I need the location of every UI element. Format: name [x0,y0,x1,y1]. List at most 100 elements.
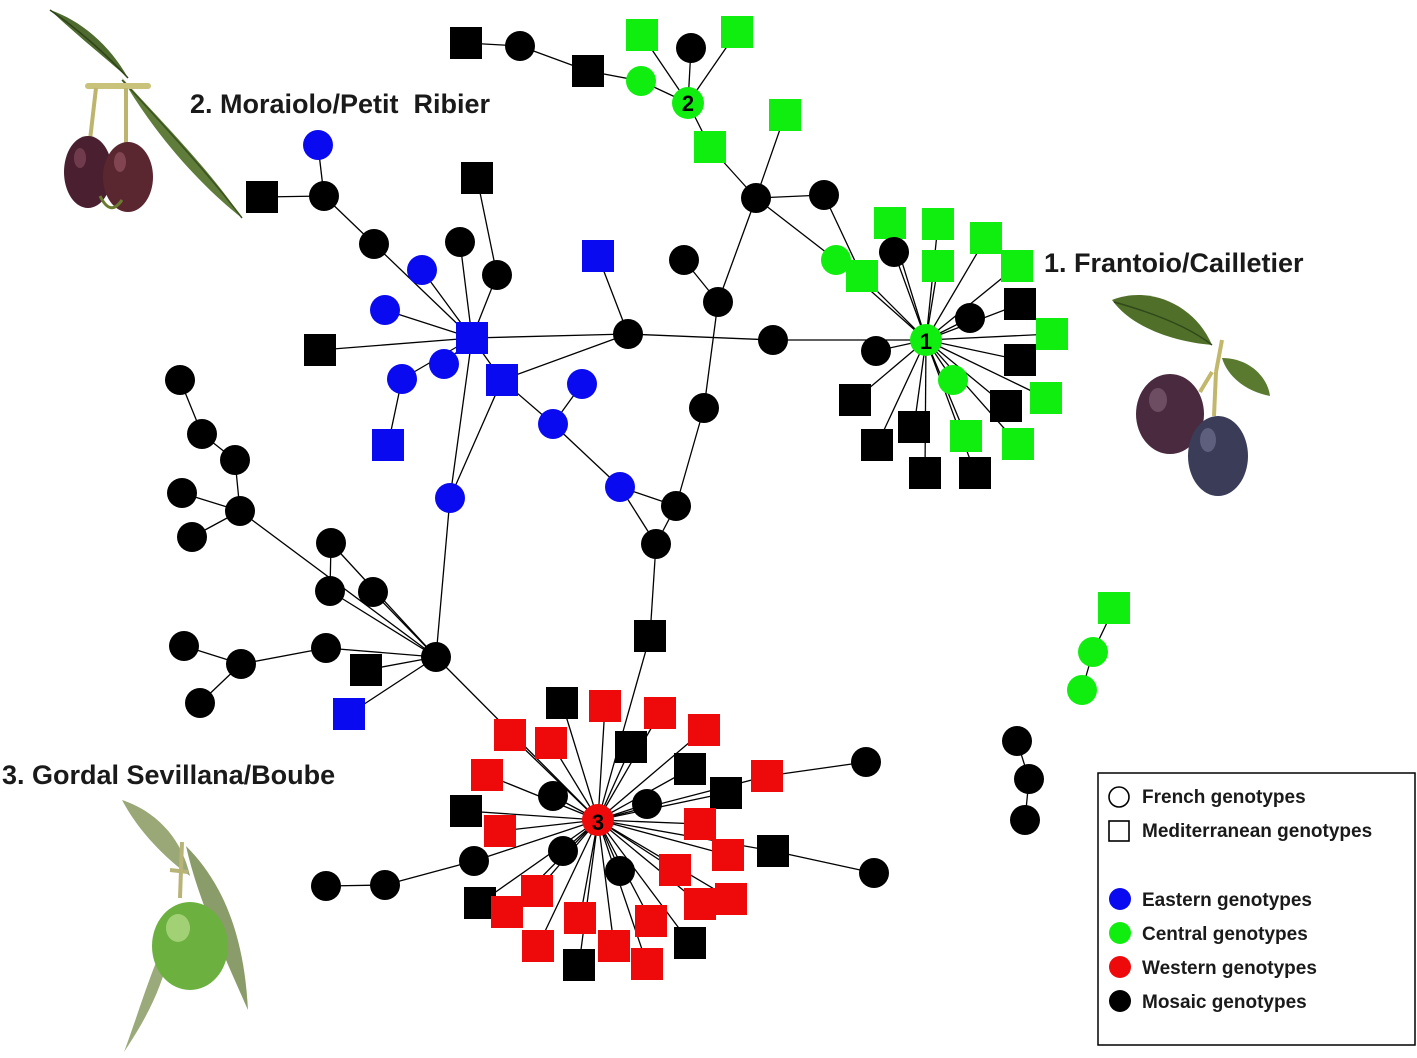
eastern-french-genotype-node [370,295,400,325]
eastern-french-genotype-node [605,472,635,502]
central-mediterranean-genotype-node [721,16,753,48]
network-edge [597,819,729,856]
network-edge [772,850,875,874]
central-french-genotype-node [938,365,968,395]
mosaic-mediterranean-genotype-node [990,390,1022,422]
network-edge [597,819,701,905]
network-edge [925,339,1019,445]
network-edge [499,819,599,832]
cluster-label-gordal: 3. Gordal Sevillana/Boube [2,760,335,790]
legend-square-shape-icon [1108,820,1130,842]
mosaic-mediterranean-genotype-node [350,654,382,686]
western-mediterranean-genotype-node [659,854,691,886]
network-edge [597,712,661,821]
network-edge [449,379,503,499]
legend-mosaic-dot-icon [1109,990,1131,1012]
network-edge [597,819,615,947]
mosaic-french-genotype-node [641,529,671,559]
network-edges [179,31,1115,966]
central-french-genotype-node [821,245,851,275]
central-french-genotype-node [1078,637,1108,667]
mosaic-mediterranean-genotype-node [861,429,893,461]
western-mediterranean-genotype-node [589,690,621,722]
network-edge [597,792,727,821]
legend-central-dot-icon [1109,922,1131,944]
mosaic-french-genotype-node [226,649,256,679]
hub-western-french-genotype-node [582,804,614,836]
eastern-french-genotype-node [387,364,417,394]
mosaic-french-genotype-node [165,365,195,395]
mosaic-french-genotype-node [505,31,535,61]
network-edge [329,590,437,658]
mosaic-mediterranean-genotype-node [464,887,496,919]
mosaic-mediterranean-genotype-node [634,620,666,652]
mosaic-french-genotype-node [879,237,909,267]
mosaic-french-genotype-node [809,180,839,210]
hub-central-french-genotype-node [910,324,942,356]
network-edge [325,647,437,658]
network-edge [561,702,599,821]
eastern-mediterranean-genotype-node [333,698,365,730]
mosaic-mediterranean-genotype-node [710,777,742,809]
central-mediterranean-genotype-node [1001,250,1033,282]
mosaic-mediterranean-genotype-node [572,55,604,87]
central-mediterranean-genotype-node [1036,318,1068,350]
mosaic-mediterranean-genotype-node [450,27,482,59]
eastern-mediterranean-genotype-node [372,429,404,461]
mosaic-mediterranean-genotype-node [674,753,706,785]
mosaic-french-genotype-node [187,419,217,449]
olive-branch-dark-red-icon [49,9,243,219]
mosaic-french-genotype-node [661,491,691,521]
mosaic-french-genotype-node [859,858,889,888]
western-mediterranean-genotype-node [522,930,554,962]
mosaic-french-genotype-node [359,229,389,259]
mosaic-mediterranean-genotype-node [546,687,578,719]
western-mediterranean-genotype-node [564,902,596,934]
central-mediterranean-genotype-node [922,208,954,240]
network-edge [473,819,599,862]
network-edge [319,337,473,351]
western-mediterranean-genotype-node [688,714,720,746]
eastern-french-genotype-node [303,130,333,160]
mosaic-french-genotype-node [1014,764,1044,794]
olive-branch-purple-icon [1112,295,1270,496]
network-edge [552,423,621,488]
mosaic-french-genotype-node [1010,805,1040,835]
central-french-genotype-node [626,66,656,96]
central-mediterranean-genotype-node [950,420,982,452]
mosaic-mediterranean-genotype-node [461,162,493,194]
western-mediterranean-genotype-node [471,759,503,791]
network-edge [925,237,987,341]
network-edge [597,729,705,821]
mosaic-french-genotype-node [220,445,250,475]
hub-central-french-genotype-node [672,87,704,119]
central-french-genotype-node [1067,675,1097,705]
mosaic-french-genotype-node [167,478,197,508]
mosaic-french-genotype-node [445,227,475,257]
western-mediterranean-genotype-node [712,839,744,871]
eastern-french-genotype-node [567,369,597,399]
western-mediterranean-genotype-node [751,760,783,792]
central-mediterranean-genotype-node [626,19,658,51]
network-edge [876,339,927,446]
mosaic-mediterranean-genotype-node [450,795,482,827]
central-mediterranean-genotype-node [769,99,801,131]
network-edge [579,819,599,919]
eastern-mediterranean-genotype-node [582,240,614,272]
legend-label-mosaic: Mosaic genotypes [1142,992,1307,1013]
mosaic-french-genotype-node [358,577,388,607]
mosaic-french-genotype-node [741,183,771,213]
mosaic-french-genotype-node [482,260,512,290]
mosaic-french-genotype-node [851,747,881,777]
network-edge [578,819,599,966]
cluster-label-frantoio: 1. Frantoio/Cailletier [1044,248,1304,278]
network-edge [476,177,498,276]
mosaic-french-genotype-node [315,576,345,606]
western-mediterranean-genotype-node [521,875,553,907]
eastern-mediterranean-genotype-node [456,322,488,354]
eastern-mediterranean-genotype-node [486,364,518,396]
hub-label-1: 1 [920,329,932,354]
mosaic-french-genotype-node [955,303,985,333]
mosaic-mediterranean-genotype-node [898,411,930,443]
